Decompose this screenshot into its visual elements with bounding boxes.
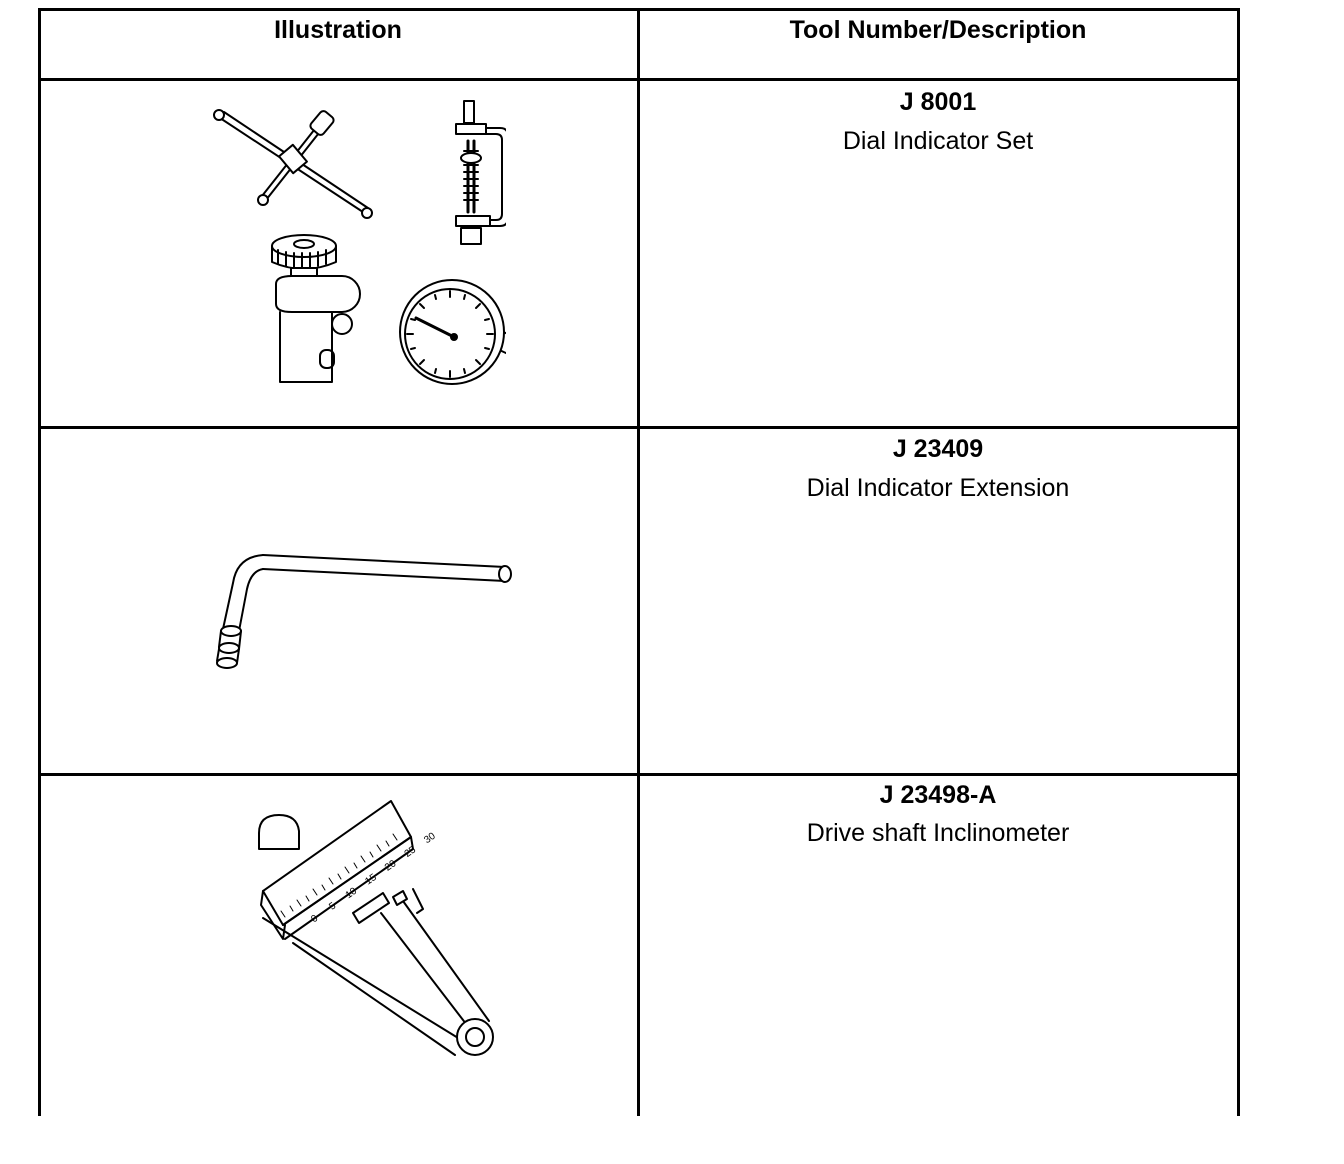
table-left-border [38,8,41,1116]
dial-indicator-set-drawing [206,96,506,386]
row-2-bottom-border [38,773,1240,776]
table-right-border [1237,8,1240,1116]
special-tools-table: Illustration Tool Number/Description J 8… [38,8,1240,1116]
driveshaft-inclinometer-drawing: 0 5 10 15 20 25 30 [223,793,513,1073]
illustration-column-header: Illustration [274,16,402,44]
scale-label-0: 0 [309,913,320,925]
tool-description-j8001: Dial Indicator Set [842,127,1034,155]
row-1-bottom-border [38,426,1240,429]
tool-number-j23409: J 23409 [892,435,984,463]
c-clamp-icon [455,100,506,245]
table-top-border [38,8,1240,11]
tool-column-header: Tool Number/Description [789,16,1087,44]
dial-indicator-extension-drawing [193,543,523,673]
scale-label-5: 5 [327,900,338,912]
tool-description-j23498a: Drive shaft Inclinometer [806,819,1070,847]
tap-wrench-icon [213,109,373,219]
scale-label-30: 30 [422,830,438,846]
header-bottom-border [38,78,1240,81]
table-column-divider [637,8,640,1116]
tool-number-j23498a: J 23498-A [879,781,997,809]
scale-label-25: 25 [403,844,419,860]
tool-number-j8001: J 8001 [899,88,977,116]
dial-gauge-icon [399,279,506,385]
indicator-holder-icon [271,234,361,383]
tool-description-j23409: Dial Indicator Extension [806,474,1070,502]
